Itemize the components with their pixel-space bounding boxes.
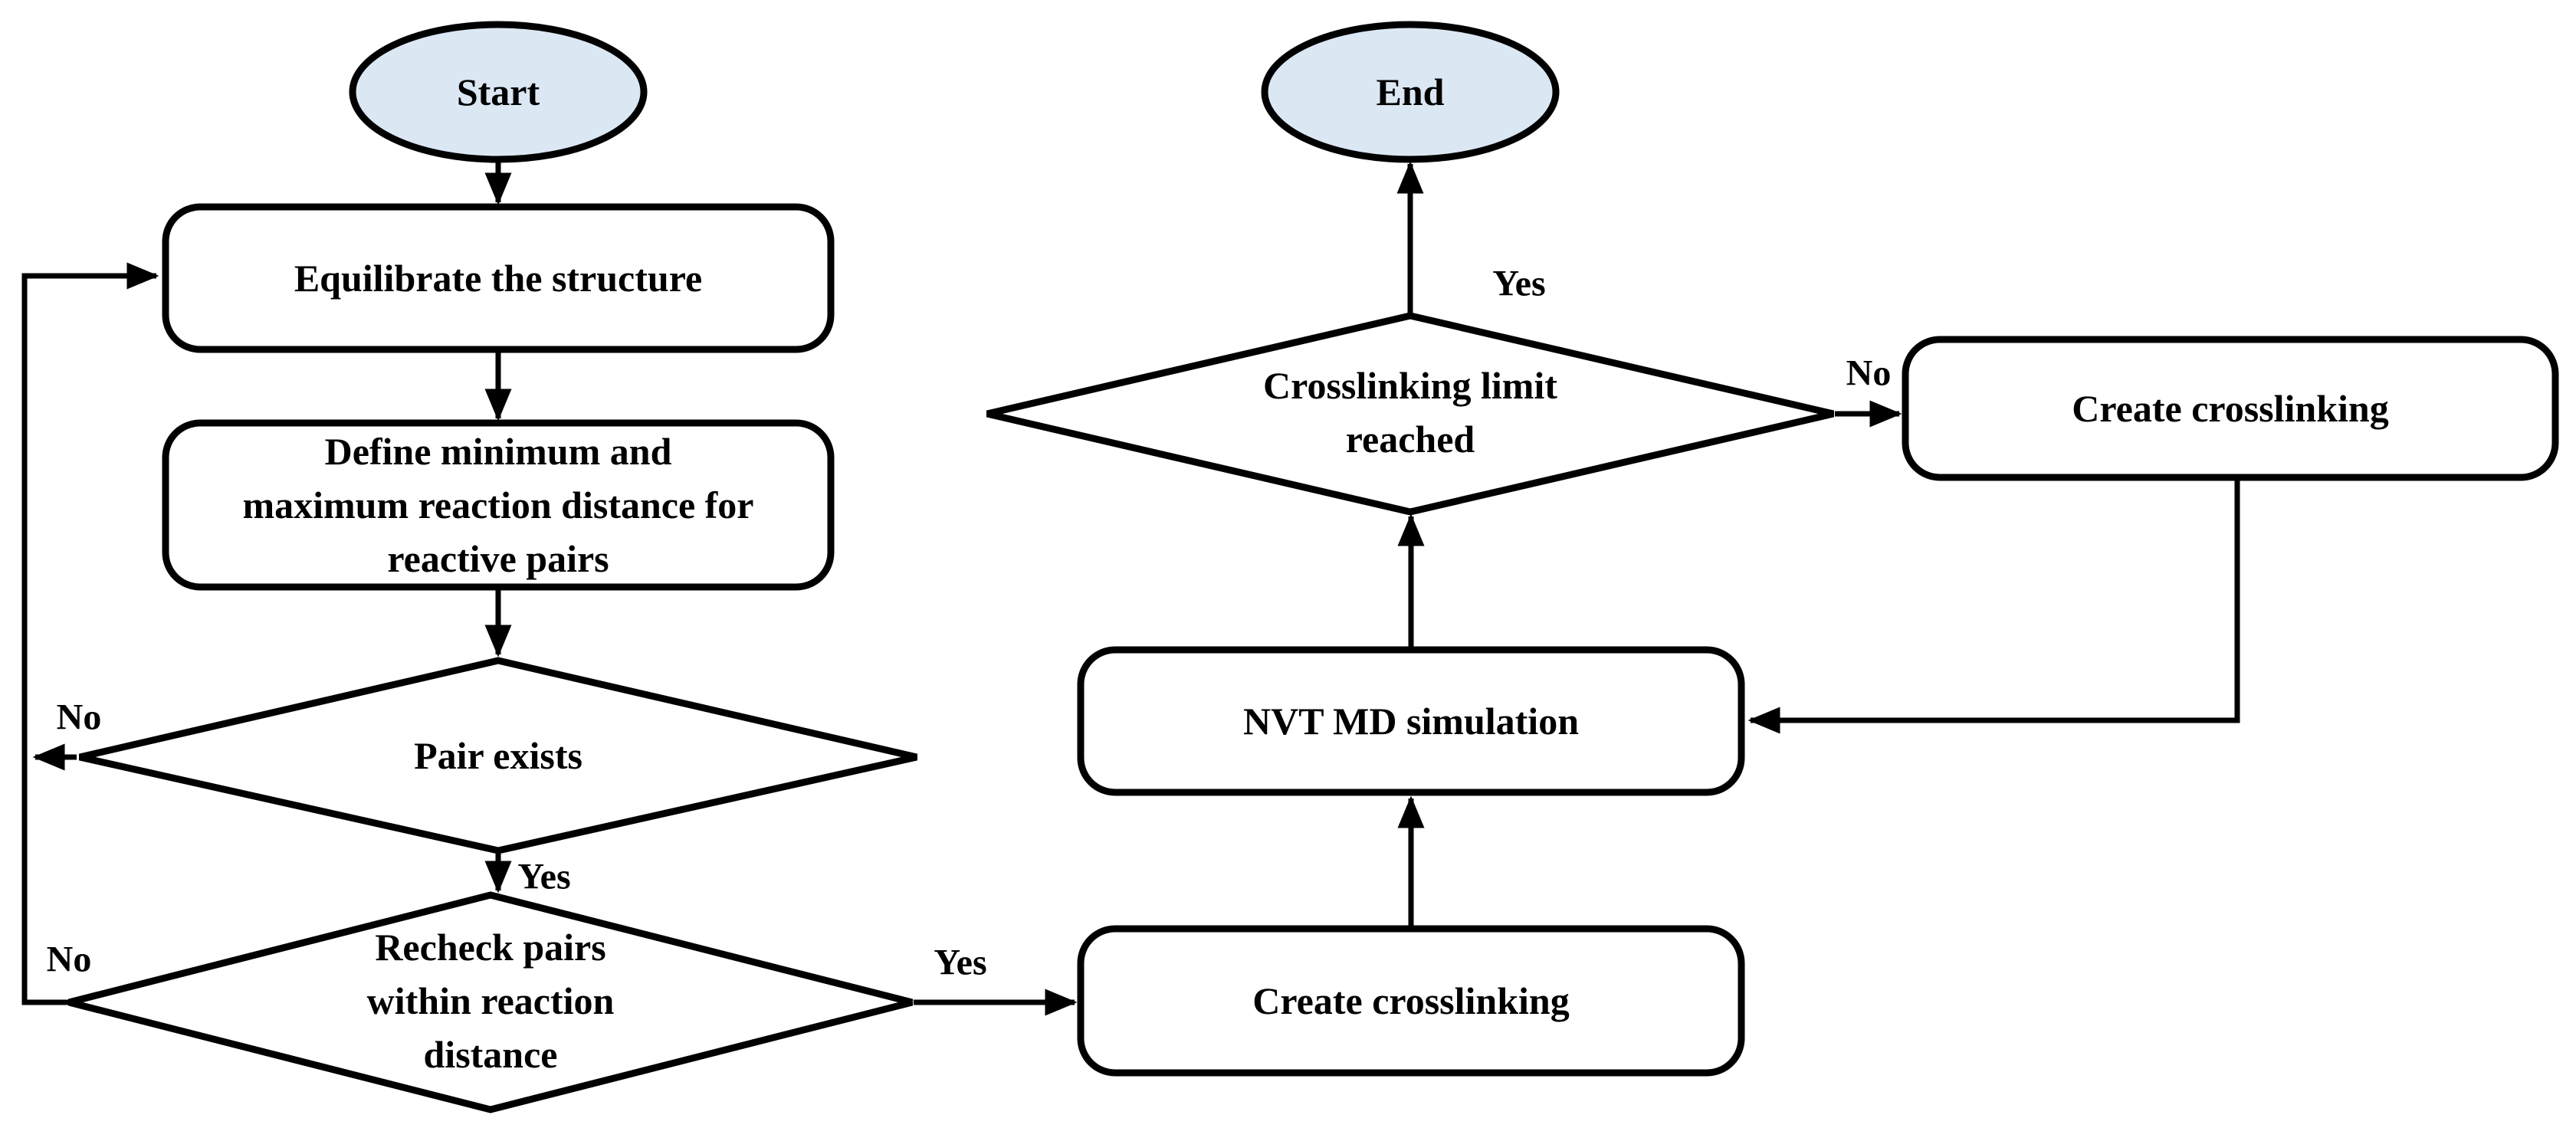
- recheck-yes-label: Yes: [934, 942, 987, 983]
- nvt-md-label: NVT MD simulation: [1242, 700, 1580, 743]
- equilibrate-label: Equilibrate the structure: [294, 257, 703, 300]
- crosslinking-limit-line-2: reached: [1345, 418, 1475, 461]
- create-crosslinking-process-shape: [1077, 925, 1745, 1077]
- create-crosslinking-alt-process-shape: [1902, 336, 2559, 481]
- recheck-pairs-line-3: distance: [423, 1033, 558, 1076]
- nvt-md-process-shape: [1077, 646, 1745, 796]
- define-distance-line-2: maximum reaction distance for: [242, 484, 754, 526]
- define-distance-line-3: reactive pairs: [387, 537, 609, 580]
- recheck-pairs-decision-shape: [67, 891, 914, 1113]
- crosslinking-limit-yes-label: Yes: [1492, 263, 1546, 304]
- define-distance-label: Define minimum and maximum reaction dist…: [169, 425, 828, 585]
- define-distance-line-1: Define minimum and: [324, 430, 672, 473]
- end-terminator-shape: [1261, 21, 1560, 163]
- start-label: Start: [456, 70, 540, 113]
- arrow-create-alt-to-nvt: [1747, 479, 2240, 734]
- pair-exists-no-label: No: [56, 697, 102, 738]
- pair-exists-label: Pair exists: [414, 734, 582, 777]
- create-crosslinking-alt-label: Create crosslinking: [2072, 387, 2389, 430]
- crosslinking-limit-label: Crosslinking limit reached: [1119, 359, 1701, 466]
- recheck-pairs-line-1: Recheck pairs: [375, 926, 606, 969]
- crosslinking-limit-decision-shape: [986, 312, 1835, 516]
- recheck-pairs-label: Recheck pairs within reaction distance: [253, 920, 728, 1081]
- arrow-recheck-no-loop-to-equilibrate: [21, 262, 159, 1005]
- equilibrate-process-shape: [162, 203, 835, 353]
- recheck-pairs-line-2: within reaction: [366, 979, 615, 1022]
- pair-exists-yes-label: Yes: [517, 856, 571, 897]
- crosslinking-limit-line-1: Crosslinking limit: [1263, 364, 1557, 407]
- define-distance-process-shape: [162, 419, 835, 591]
- recheck-no-label: No: [46, 939, 92, 980]
- crosslinking-limit-no-label: No: [1846, 352, 1892, 394]
- end-label: End: [1376, 70, 1445, 113]
- start-terminator-shape: [349, 21, 648, 163]
- create-crosslinking-label: Create crosslinking: [1252, 979, 1570, 1022]
- pair-exists-decision-shape: [78, 657, 918, 854]
